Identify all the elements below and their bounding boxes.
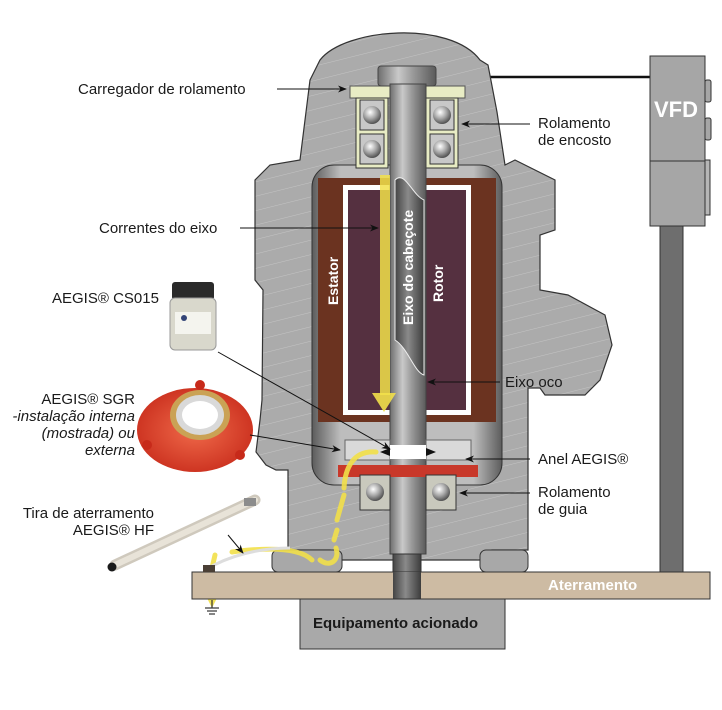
label-cs015: AEGIS® CS015	[52, 290, 159, 307]
hf-strap-image	[107, 494, 261, 572]
leader-lines	[217, 85, 530, 554]
label-grounding: Aterramento	[548, 577, 637, 594]
vfd-tab-1	[704, 79, 712, 103]
label-thrust-bearing-2: de encosto	[538, 132, 611, 149]
shaft-cap	[377, 65, 437, 87]
label-sgr-3: (mostrada) ou	[42, 425, 136, 442]
label-hollow-shaft: Eixo oco	[505, 374, 563, 391]
label-sgr-4: externa	[85, 442, 135, 459]
label-aegis-ring: Anel AEGIS®	[538, 451, 628, 468]
ground-plate	[191, 571, 711, 600]
vfd-side-panel	[704, 159, 711, 216]
shaft-current-arrow	[380, 175, 390, 395]
motor-foot-right	[479, 549, 529, 573]
label-shaft-currents: Correntes do eixo	[99, 220, 217, 237]
label-rotor: Rotor	[430, 264, 446, 302]
guide-bearing-left	[359, 474, 391, 511]
cs015-jar-image	[169, 282, 217, 351]
thrust-bearing-right	[425, 97, 459, 169]
driven-equipment	[299, 598, 506, 650]
shaft-current-arrowhead	[372, 393, 396, 412]
guide-bearing-right	[425, 474, 457, 511]
vfd-stand	[659, 225, 684, 573]
label-grounding-strap-1: Tira de aterramento	[23, 505, 154, 522]
vfd-label: VFD	[654, 97, 698, 122]
thrust-bearing-left	[355, 97, 389, 169]
strap-bolt	[203, 565, 215, 572]
vfd-cabinet-lower	[649, 160, 706, 227]
sgr-mount-plate	[338, 465, 478, 477]
label-grounding-strap-2: AEGIS® HF	[73, 522, 154, 539]
label-head-shaft: Eixo do cabeçote	[400, 210, 416, 325]
sgr-image	[137, 380, 253, 472]
label-sgr-2: -instalação interna	[12, 408, 135, 425]
label-guide-bearing-2: de guia	[538, 501, 588, 518]
label-stator: Estator	[325, 256, 341, 305]
label-sgr-1: AEGIS® SGR	[41, 391, 135, 408]
head-shaft	[394, 177, 425, 376]
ground-symbol-icon	[205, 600, 219, 615]
label-guide-bearing-1: Rolamento	[538, 484, 611, 501]
vfd-tab-2	[704, 117, 712, 141]
output-shaft-through	[393, 572, 421, 599]
label-thrust-bearing-loader: Carregador de rolamento	[78, 81, 246, 98]
label-thrust-bearing-1: Rolamento	[538, 115, 611, 132]
vfd-cabinet	[649, 55, 706, 162]
label-driven-equipment: Equipamento acionado	[313, 615, 478, 632]
